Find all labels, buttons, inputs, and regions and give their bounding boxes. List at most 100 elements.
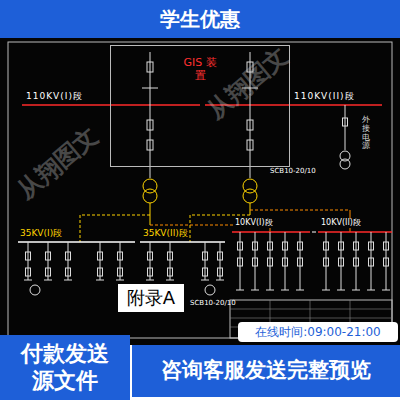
switch-symbol xyxy=(247,140,253,150)
outgoing-feeder xyxy=(170,242,171,280)
node-text: 咨询客服发送完整预览 xyxy=(161,358,371,383)
switch-symbol xyxy=(369,258,374,266)
external-supply-feeder xyxy=(345,105,346,150)
outgoing-feeder xyxy=(100,242,101,280)
switch-symbol xyxy=(253,242,258,250)
bus-label: 110KV(I)段 xyxy=(26,92,83,102)
feeder-terminal xyxy=(337,290,345,291)
bus-10kv-2 xyxy=(318,231,392,233)
feeder-terminal xyxy=(352,290,360,291)
switch-symbol xyxy=(148,252,153,260)
outgoing-feeder xyxy=(68,242,69,280)
outgoing-feeder xyxy=(341,232,342,290)
switch-symbol xyxy=(384,242,389,250)
yellow-feeder xyxy=(80,215,81,242)
bus-tie xyxy=(312,232,316,233)
feeder-terminal xyxy=(146,280,154,281)
switch-symbol xyxy=(238,242,243,250)
yellow-feeder xyxy=(190,215,191,242)
node-text: 付款发送源文件 xyxy=(17,341,113,394)
switch-symbol xyxy=(66,268,71,276)
switch-symbol xyxy=(147,120,153,130)
bus-110kv-1 xyxy=(22,104,200,106)
outgoing-feeder xyxy=(371,232,372,290)
station-transformer xyxy=(30,285,40,295)
transformer-model: SCB10-20/10 xyxy=(270,168,316,176)
outgoing-feeder xyxy=(270,232,271,290)
switch-symbol xyxy=(247,120,253,130)
feeder-terminal xyxy=(166,280,174,281)
outgoing-feeder xyxy=(150,242,151,280)
switch-symbol xyxy=(168,252,173,260)
switch-symbol xyxy=(118,252,123,260)
yellow-feeder xyxy=(80,215,150,216)
node-text: 学生优惠 xyxy=(160,7,240,31)
switch-symbol xyxy=(26,268,31,276)
bus-35kv-1 xyxy=(18,241,135,243)
switch-symbol xyxy=(283,242,288,250)
outgoing-feeder xyxy=(240,232,241,290)
feeder-terminal xyxy=(44,280,52,281)
transformer-lead xyxy=(250,203,251,215)
switch-symbol xyxy=(203,252,208,260)
bus-label: 110KV(II)段 xyxy=(294,92,355,102)
switch-symbol xyxy=(147,140,153,150)
switch-symbol xyxy=(46,252,51,260)
switch-symbol xyxy=(238,258,243,266)
bus-label: 35KV(II)段 xyxy=(143,229,188,239)
outgoing-feeder xyxy=(356,232,357,290)
switch-symbol xyxy=(283,258,288,266)
transformer-winding xyxy=(243,189,257,203)
transformer-lead xyxy=(150,203,151,215)
switch-symbol xyxy=(253,258,258,266)
feeder-terminal xyxy=(216,280,224,281)
switch-symbol xyxy=(298,258,303,266)
feeder-terminal xyxy=(281,290,289,291)
switch-symbol xyxy=(268,242,273,250)
title-block-rule xyxy=(230,318,392,319)
drawing-frame xyxy=(8,42,392,338)
orange-feeder xyxy=(250,210,350,211)
station-transformer xyxy=(205,285,215,295)
feeder-terminal xyxy=(266,290,274,291)
switch-symbol xyxy=(354,258,359,266)
switch-symbol xyxy=(203,268,208,276)
title-block-rule xyxy=(230,309,392,310)
feeder-terminal xyxy=(116,280,124,281)
top-banner: 学生优惠 xyxy=(0,0,400,38)
switch-symbol xyxy=(218,268,223,276)
hours-box: 在线时间:09:00-21:00 xyxy=(238,322,398,342)
appendix-tag: 附录A xyxy=(118,284,184,312)
bus-label: 35KV(I)段 xyxy=(20,229,62,239)
switch-symbol xyxy=(324,242,329,250)
switch-symbol xyxy=(343,118,348,126)
feeder-terminal xyxy=(251,290,259,291)
yellow-feeder xyxy=(150,215,151,225)
outgoing-feeder xyxy=(205,242,206,280)
switch-symbol xyxy=(298,242,303,250)
outgoing-feeder xyxy=(386,232,387,290)
switch-symbol xyxy=(118,268,123,276)
gis-feeder xyxy=(150,52,151,178)
feeder-terminal xyxy=(24,280,32,281)
switch-symbol xyxy=(148,268,153,276)
switch-symbol xyxy=(218,252,223,260)
consult-banner: 咨询客服发送完整预览 xyxy=(132,345,400,397)
switch-symbol xyxy=(168,268,173,276)
disconnector-symbol xyxy=(142,88,158,89)
yellow-feeder xyxy=(190,215,250,216)
feeder-terminal xyxy=(322,290,330,291)
feeder-terminal xyxy=(296,290,304,291)
outgoing-feeder xyxy=(300,232,301,290)
switch-symbol xyxy=(26,252,31,260)
switch-symbol xyxy=(384,258,389,266)
bus-10kv-1 xyxy=(232,231,310,233)
outgoing-feeder xyxy=(285,232,286,290)
transformer-model: SCB10-20/10 xyxy=(190,300,236,308)
outgoing-feeder xyxy=(120,242,121,280)
switch-symbol xyxy=(339,258,344,266)
outgoing-feeder xyxy=(220,242,221,280)
node-text: GIS 装置 xyxy=(183,56,217,82)
external-transformer xyxy=(340,159,350,169)
